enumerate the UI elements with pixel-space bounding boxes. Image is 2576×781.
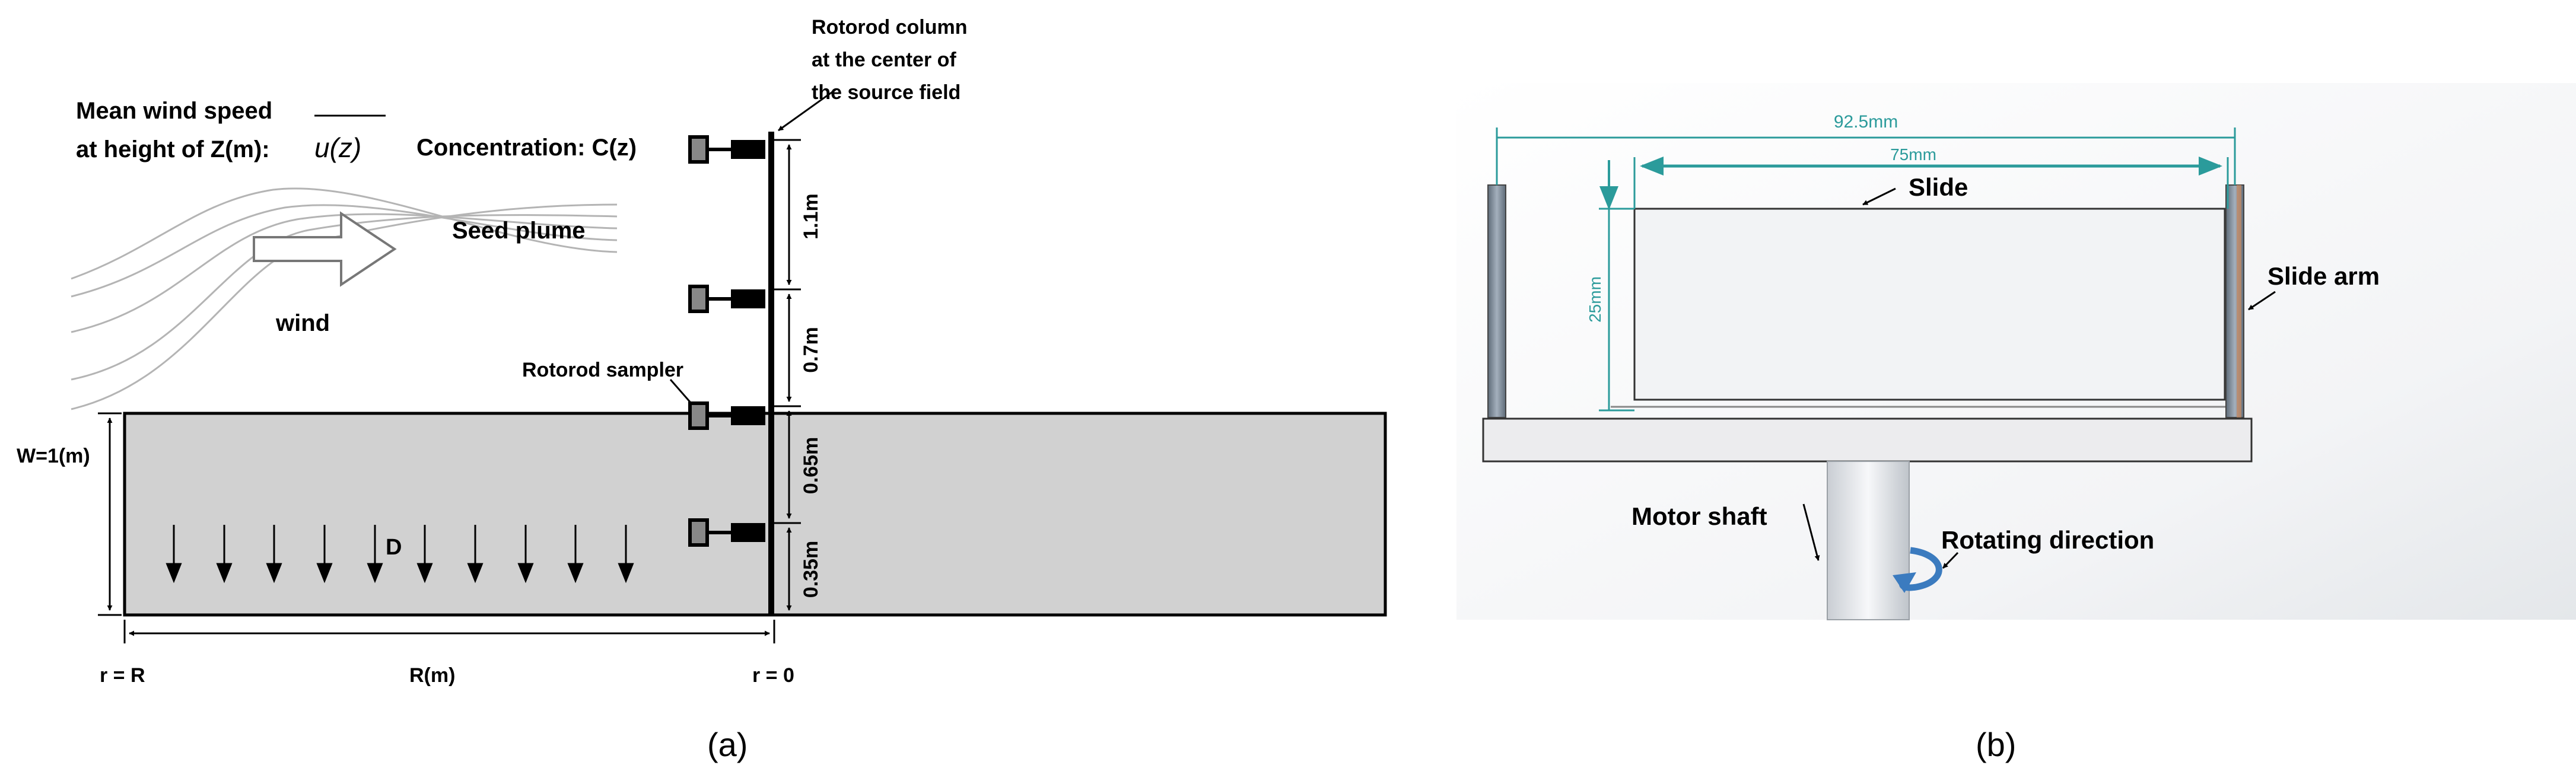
seed-plume-label: Seed plume: [452, 218, 586, 244]
mean-wind-speed-line-1: Mean wind speed: [76, 98, 272, 124]
rotating-direction-pointer: [1942, 552, 1959, 569]
motor-shaft-pointer: [1802, 503, 1820, 561]
mean-wind-speed-line-2: at height of Z(m):: [76, 136, 270, 162]
column-callout-line-1: Rotorod column: [812, 16, 968, 39]
motor-shaft-label: Motor shaft: [1632, 502, 1767, 530]
column-callout-line-3: the source field: [812, 81, 961, 104]
sampler-1: [688, 135, 765, 164]
sampler-2: [688, 285, 765, 313]
slide-arm-right-highlight: [2237, 185, 2241, 417]
r-center-label: r = 0: [752, 664, 794, 687]
panel-a-label: (a): [707, 726, 748, 763]
slide-label-pointer: [1862, 187, 1896, 206]
width-dimension: [98, 412, 122, 616]
motor-shaft: [1827, 461, 1910, 620]
slide-arm-label: Slide arm: [2267, 262, 2380, 290]
column-callout-arrow: [778, 88, 837, 132]
mean-wind-speed-symbol: u(z): [314, 132, 361, 163]
r-outer-label: r = R: [100, 664, 145, 687]
height-label-3: 0.65m: [800, 437, 822, 494]
sampler-label-pointer: [669, 379, 692, 404]
deposition-arrows: [166, 525, 634, 584]
concentration-label: Concentration: C(z): [416, 135, 637, 161]
rotation-arrow: [1893, 547, 1942, 593]
wind-arrow: [253, 211, 397, 287]
panel-a: D W=1(m) r = R R(m) r = 0: [17, 16, 1387, 763]
slide-arm-left: [1487, 184, 1506, 418]
slide: [1633, 208, 2226, 401]
panel-b: 92.5mm 75mm 25mm Slide Slide arm Motor s…: [1456, 83, 2576, 763]
sampler-3: [688, 401, 765, 430]
dimension-slide-height: 25mm: [1586, 276, 1604, 323]
column-callout-line-2: at the center of: [812, 49, 956, 71]
dimension-slide-width: 75mm: [1890, 145, 1936, 164]
rotating-direction-label: Rotating direction: [1941, 526, 2154, 554]
length-dimension: [123, 620, 775, 643]
length-label: R(m): [409, 664, 455, 687]
height-dimensions: [771, 139, 801, 616]
sampler-label: Rotorod sampler: [522, 359, 683, 381]
base-plate: [1482, 417, 2253, 463]
sampler-4: [688, 518, 765, 547]
width-label: W=1(m): [17, 445, 90, 467]
deposition-label: D: [386, 535, 402, 560]
slide-label: Slide: [1909, 173, 1968, 201]
source-field: [123, 412, 1387, 617]
height-label-1: 1.1m: [800, 193, 822, 240]
slide-arm-pointer: [2248, 291, 2276, 311]
height-label-4: 0.35m: [800, 541, 822, 598]
wind-label: wind: [275, 310, 330, 336]
dimension-lines: [1496, 127, 2236, 412]
dimension-overall-width: 92.5mm: [1834, 112, 1898, 132]
panel-b-label: (b): [1976, 726, 2016, 763]
height-label-2: 0.7m: [800, 327, 822, 373]
